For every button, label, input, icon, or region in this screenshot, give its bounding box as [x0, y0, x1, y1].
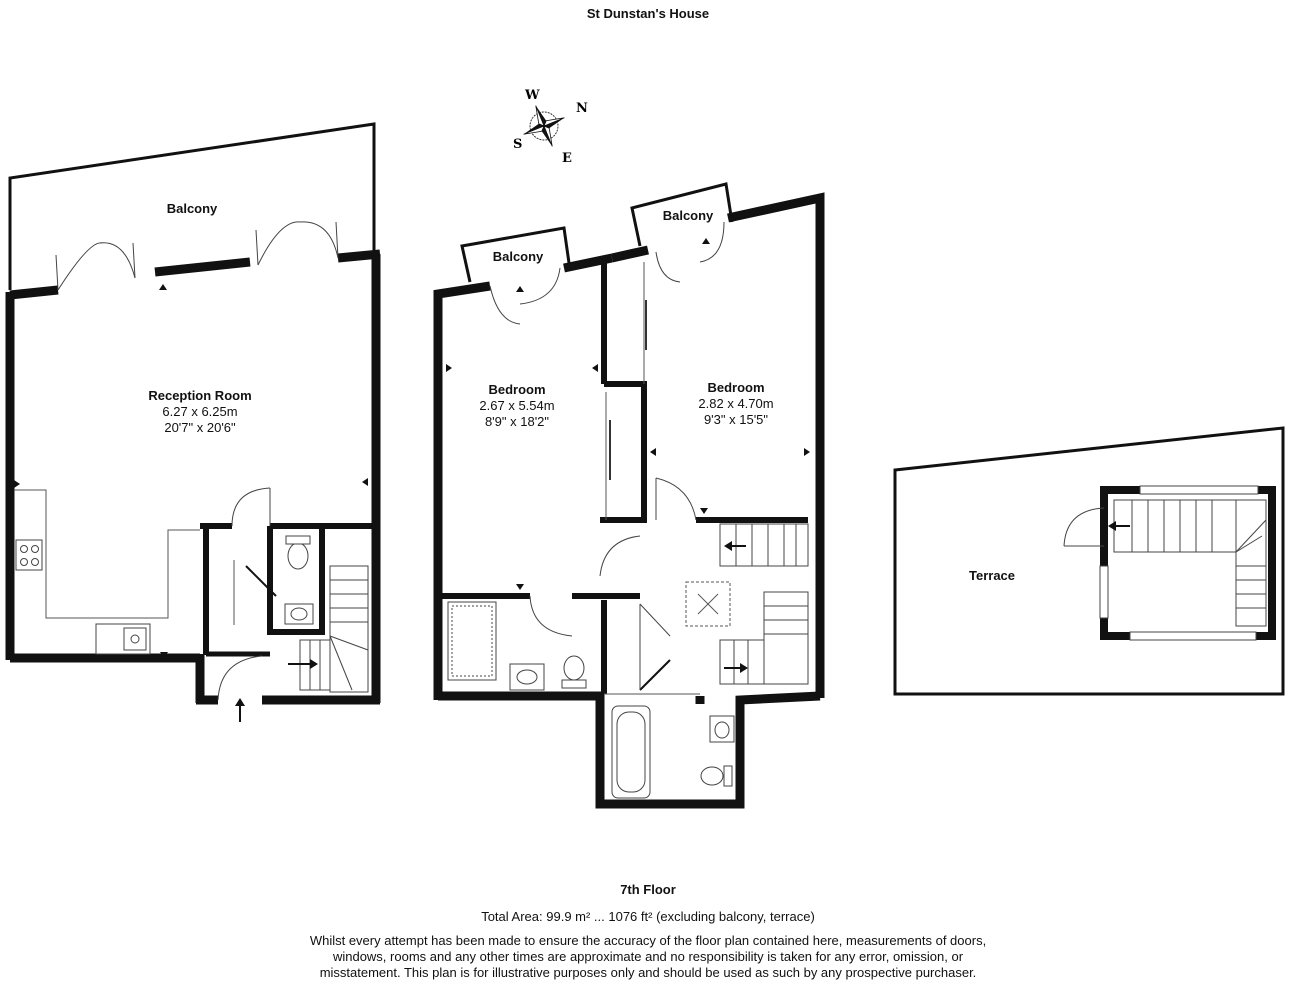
disclaimer: Whilst every attempt has been made to en…	[309, 933, 987, 980]
floor-label: 7th Floor	[620, 882, 676, 897]
reception-room-imperial: 20'7" x 20'6"	[164, 420, 236, 435]
reception-unit	[5, 122, 381, 722]
bedroom2-name: Bedroom	[707, 380, 765, 395]
reception-room-label: Reception Room 6.27 x 6.25m 20'7" x 20'6…	[148, 388, 251, 436]
bedroom2-metric: 2.82 x 4.70m	[698, 396, 774, 411]
main-balcony-outline	[8, 122, 376, 290]
bedroom-unit	[433, 182, 825, 809]
main-balcony-label: Balcony	[166, 201, 218, 216]
compass-s-label: S	[513, 137, 522, 152]
terrace-unit	[893, 426, 1285, 696]
bedroom2-label: Bedroom 2.82 x 4.70m 9'3" x 15'5"	[698, 380, 773, 428]
plan-title: St Dunstan's House	[586, 6, 710, 21]
terrace-label: Terrace	[968, 568, 1016, 583]
total-area: Total Area: 99.9 m² ... 1076 ft² (exclud…	[481, 909, 815, 924]
bedroom1-name: Bedroom	[488, 382, 546, 397]
compass-n-label: N	[576, 101, 588, 116]
bedroom1-label: Bedroom 2.67 x 5.54m 8'9" x 18'2"	[479, 382, 554, 430]
bedroom1-metric: 2.67 x 5.54m	[479, 398, 555, 413]
bedroom2-balcony-label: Balcony	[662, 208, 714, 223]
reception-room-name: Reception Room	[148, 388, 252, 403]
bedroom1-balcony-label: Balcony	[492, 249, 544, 264]
bedroom1-imperial: 8'9" x 18'2"	[484, 414, 550, 429]
bedroom2-imperial: 9'3" x 15'5"	[703, 412, 769, 427]
compass-e-label: E	[562, 151, 572, 166]
reception-room-metric: 6.27 x 6.25m	[162, 404, 238, 419]
compass-rose	[523, 105, 565, 147]
compass-w-label: W	[524, 88, 540, 103]
